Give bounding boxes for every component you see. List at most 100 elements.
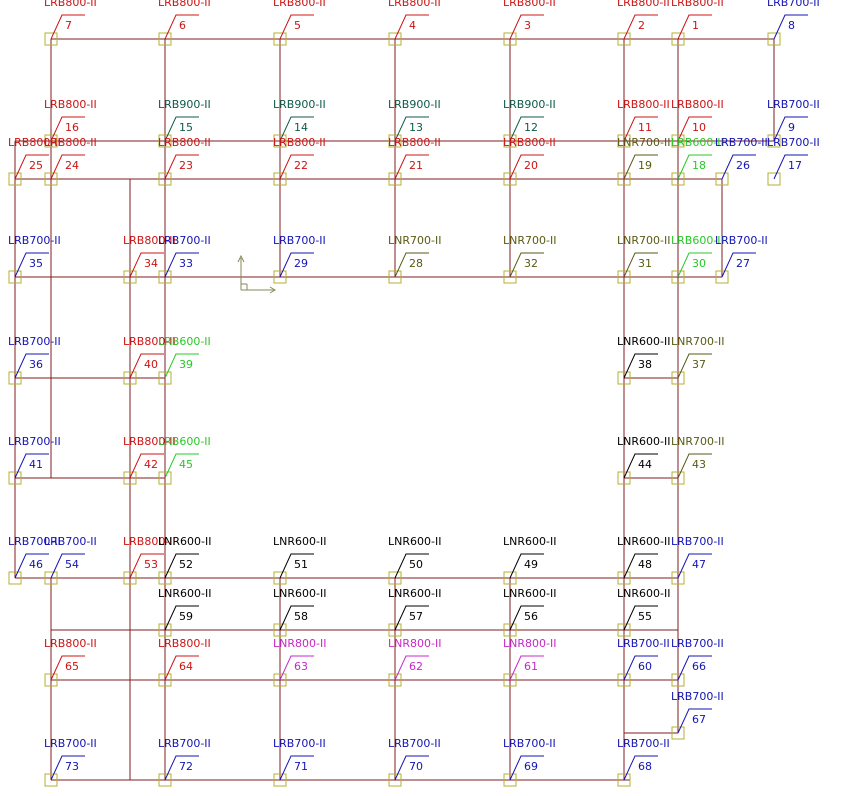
bearing-marker [44,172,58,186]
bearing-number-label: 56 [524,610,538,623]
bearing-type-label: LRB600-II [158,335,211,348]
leader-line [129,353,164,379]
bearing-type-label: LRB800-II [388,136,441,149]
bearing-marker [715,270,729,284]
bearing-type-label: LRB600-II [158,435,211,448]
bearing-number-label: 63 [294,660,308,673]
bearing-type-label: LRB700-II [158,737,211,750]
leader-line [50,116,85,142]
bearing-marker [671,673,685,687]
leader-line [164,755,199,781]
bearing-number-label: 48 [638,558,652,571]
bearing-marker [44,773,58,787]
bearing-type-label: LNR600-II [158,535,211,548]
bearing-number-label: 18 [692,159,706,172]
bearing-type-label: LNR600-II [617,535,670,548]
bearing-type-label: LRB700-II [273,737,326,750]
bearing-type-label: LRB700-II [388,737,441,750]
leader-line [677,154,712,180]
bearing-type-label: LRB700-II [767,98,820,111]
bearing-70: LRB700-II 70 [388,737,441,787]
bearing-type-label: LRB600-II [671,234,724,247]
bearing-marker [273,673,287,687]
leader-line [50,14,85,40]
bearing-number-label: 62 [409,660,423,673]
leader-line [14,154,49,180]
bearing-marker [388,773,402,787]
bearing-type-label: LNR700-II [503,234,556,247]
bearing-number-label: 9 [788,121,795,134]
ucs-axis-icon [237,254,276,294]
bearing-marker [503,673,517,687]
bearing-type-label: LRB800-II [388,0,441,9]
bearing-number-label: 25 [29,159,43,172]
bearing-marker [503,571,517,585]
bearing-3: LRB800-II3 [503,0,556,46]
bearing-type-label: LRB800-II [503,136,556,149]
bearing-number-label: 6 [179,19,186,32]
bearing-marker [671,172,685,186]
bearing-type-label: LRB700-II [767,136,820,149]
bearing-number-label: 40 [144,358,158,371]
bearing-type-label: LRB800-II [44,98,97,111]
leader-line [509,14,544,40]
bearing-type-label: LRB800-II [44,637,97,650]
bearing-number-label: 37 [692,358,706,371]
bearing-number-label: 10 [692,121,706,134]
leader-line [164,353,199,379]
leader-line [677,252,712,278]
bearing-marker [671,726,685,740]
leader-line [279,154,314,180]
bearing-marker [715,172,729,186]
bearing-type-label: LRB800-II [8,136,61,149]
bearing-number-label: 36 [29,358,43,371]
bearing-marker [617,134,631,148]
bearing-type-label: LRB800-II [123,335,176,348]
leader-line [623,252,658,278]
bearing-marker [617,172,631,186]
bearing-1: LRB800-II1 [671,0,724,46]
bearing-marker [44,571,58,585]
bearing-marker [503,32,517,46]
bearing-number-label: 16 [65,121,79,134]
bearing-number-label: 3 [524,19,531,32]
bearing-marker [158,371,172,385]
bearing-type-label: LRB800-II [158,637,211,650]
leader-line [773,154,808,180]
bearing-number-label: 35 [29,257,43,270]
leader-line [623,755,658,781]
bearing-number-label: 43 [692,458,706,471]
bearing-marker [158,571,172,585]
bearing-number-label: 23 [179,159,193,172]
bearing-number-label: 31 [638,257,652,270]
bearing-marker [671,471,685,485]
bearing-number-label: 4 [409,19,416,32]
bearing-marker [503,270,517,284]
bearing-marker [617,32,631,46]
bearing-type-label: LRB900-II [388,98,441,111]
bearing-number-label: 59 [179,610,193,623]
bearing-type-label: LRB700-II [8,335,61,348]
bearing-marker [123,471,137,485]
leader-line [677,353,712,379]
bearing-type-label: LNR600-II [617,335,670,348]
bearing-number-label: 70 [409,760,423,773]
bearing-type-label: LRB700-II [671,637,724,650]
bearing-number-label: 29 [294,257,308,270]
